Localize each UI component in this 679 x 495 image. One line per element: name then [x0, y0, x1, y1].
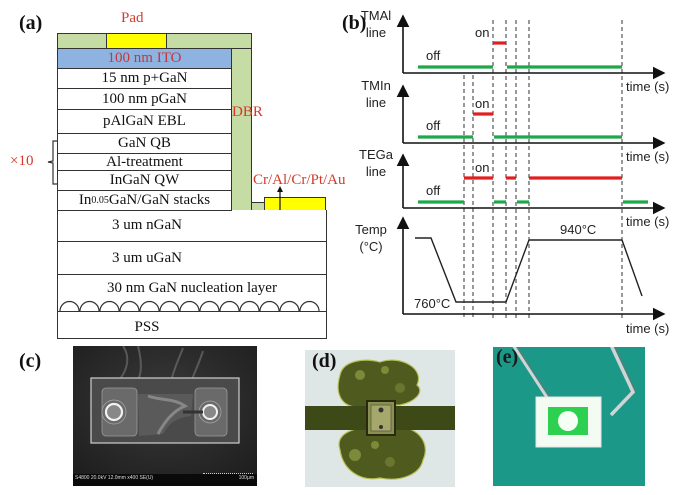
- y-label-temp: (°C): [359, 239, 382, 254]
- nucleation-text: 30 nm GaN nucleation layer: [107, 280, 277, 296]
- microscope-chip-drawing: [305, 359, 455, 480]
- repeat-bracket-icon: [47, 140, 57, 185]
- pss-domes-icon: [59, 300, 320, 312]
- y-label-tmin: TMIn: [361, 78, 391, 93]
- sem-image: S4800 20.0kV 12.0mm x400 SE(U) 100μm: [73, 346, 257, 486]
- layer-pss: PSS: [57, 311, 327, 339]
- dbr-side: [231, 48, 252, 211]
- y-label-tmin: line: [366, 95, 386, 110]
- dbr-label: DBR: [232, 104, 263, 120]
- x-label-temp: time (s): [626, 321, 669, 336]
- chart-labels: TMAl line time (s) TMIn line time (s) TEGa line…: [355, 8, 669, 336]
- y-label-tega: TEGa: [359, 147, 394, 162]
- x-label-tega: time (s): [626, 214, 669, 229]
- led-photo: (e): [493, 347, 645, 486]
- layer-p-gan: 100 nm pGaN: [57, 88, 232, 110]
- y-label-tmal: line: [366, 25, 386, 40]
- panel-d-label: (d): [312, 350, 337, 372]
- y-label-temp: Temp: [355, 222, 387, 237]
- led-photo-drawing: [493, 347, 645, 486]
- layer-n-gan: 3 um nGaN: [57, 210, 327, 242]
- x-label-tmal: time (s): [626, 79, 669, 94]
- stacks-subscript: 0.05: [91, 195, 109, 206]
- stacks-suffix: GaN/GaN stacks: [108, 192, 211, 208]
- u-gan-text: 3 um uGaN: [112, 249, 182, 266]
- chart-axes: [396, 14, 666, 321]
- contact-label: Cr/Al/Cr/Pt/Au: [253, 172, 346, 188]
- temperature-trace: [415, 237, 643, 303]
- pad-label: Pad: [121, 10, 144, 26]
- on-label-tmal: on: [475, 25, 489, 40]
- y-label-tmal: TMAl: [361, 8, 391, 23]
- sem-caption: S4800 20.0kV 12.0mm x400 SE(U): [75, 475, 154, 481]
- off-label-tega: off: [426, 183, 441, 198]
- temp-high-label: 940°C: [560, 222, 596, 237]
- repeat-label: ×10: [10, 153, 34, 169]
- layer-al-treatment: Al-treatment: [57, 153, 232, 171]
- panel-b-label: (b): [342, 12, 367, 34]
- panel-c-label: (c): [19, 350, 42, 372]
- x-label-tmin: time (s): [626, 149, 669, 164]
- microscope-image: (d): [305, 350, 455, 487]
- sem-scale-bar: [203, 473, 253, 474]
- off-label-tmin: off: [426, 118, 441, 133]
- n-gan-text: 3 um nGaN: [112, 217, 182, 233]
- layer-ingan-qw: InGaN QW: [57, 170, 232, 191]
- chart-traces: [415, 41, 648, 303]
- sem-chip-drawing: [73, 346, 257, 486]
- panel-e-label: (e): [496, 347, 519, 368]
- layer-gan-qb: GaN QB: [57, 133, 232, 154]
- pad: [106, 33, 167, 49]
- layer-u-gan: 3 um uGaN: [57, 241, 327, 275]
- pss-text: PSS: [134, 318, 160, 335]
- on-label-tega: on: [475, 160, 489, 175]
- sem-scale-label: 100μm: [238, 475, 254, 481]
- stacks-prefix: In: [78, 192, 92, 208]
- layer-p-algan-ebl: pAlGaN EBL: [57, 109, 232, 134]
- n-gan-top-border: [57, 210, 232, 212]
- temp-low-label: 760°C: [414, 296, 450, 311]
- panel-a-label: (a): [19, 12, 43, 34]
- layer-ito: 100 nm ITO: [57, 48, 232, 69]
- off-label-tmal: off: [426, 48, 441, 63]
- on-label-tmin: on: [475, 96, 489, 111]
- time-marker-lines: [463, 20, 623, 320]
- y-label-tega: line: [366, 164, 386, 179]
- growth-timing-chart: TMAl line time (s) TMIn line time (s) TEGa line…: [355, 8, 669, 336]
- layer-p-plus-gan: 15 nm p+GaN: [57, 68, 232, 89]
